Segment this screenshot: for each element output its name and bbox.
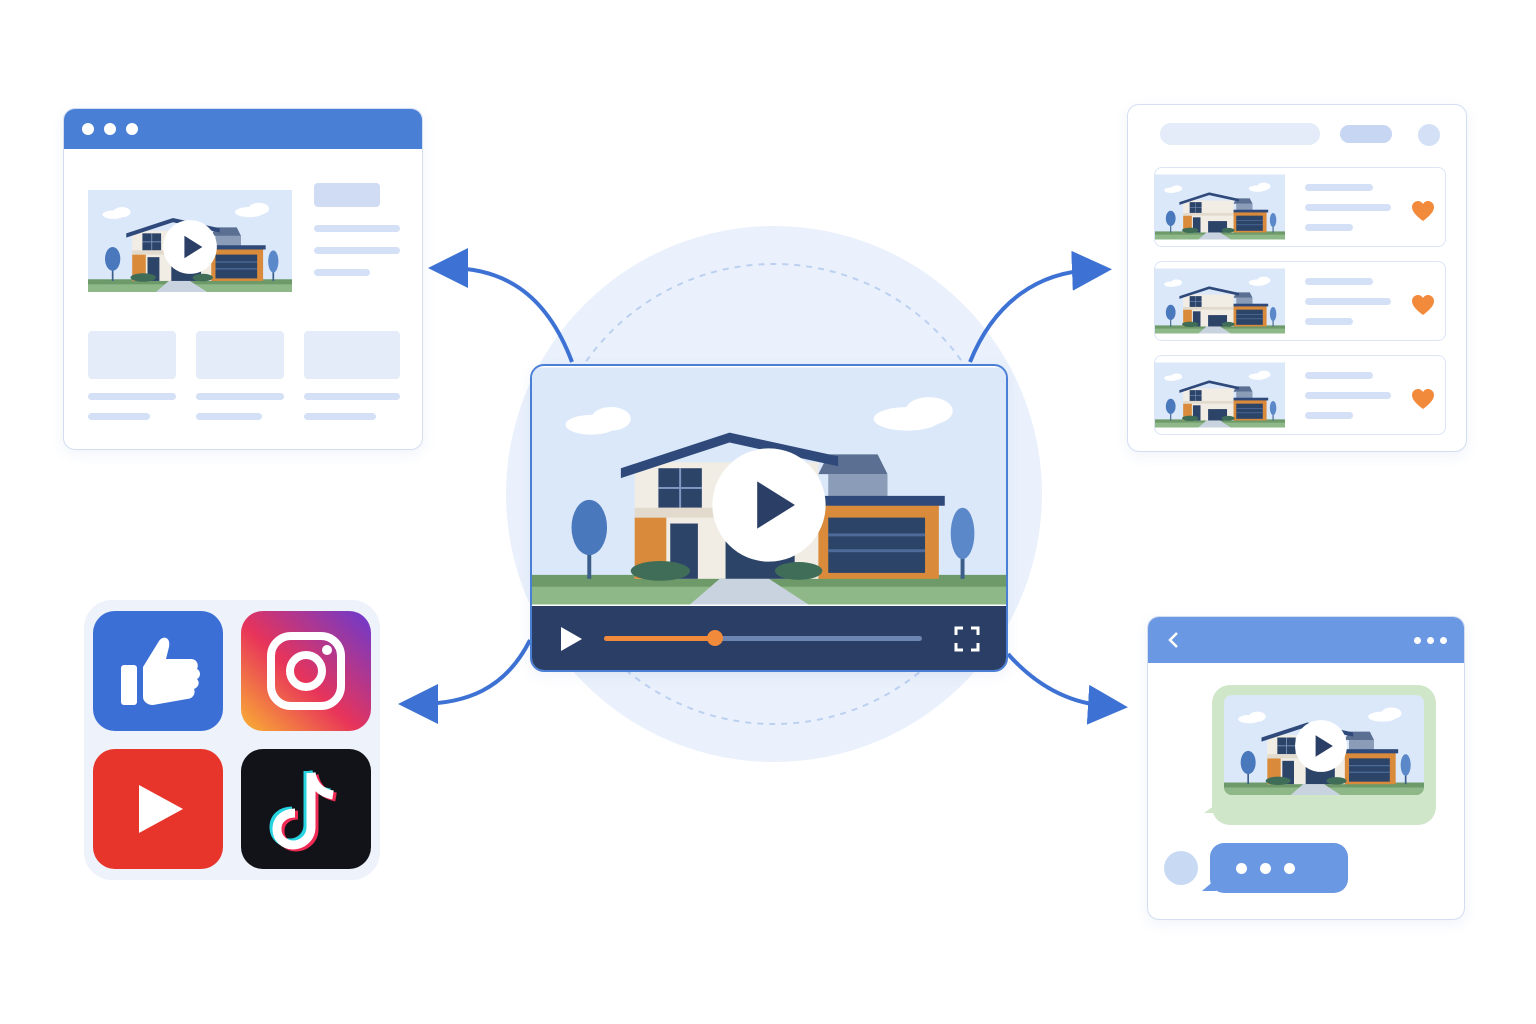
facebook-like-icon[interactable] [93, 611, 223, 731]
placeholder-text [314, 247, 400, 254]
heart-icon[interactable] [1411, 294, 1435, 316]
window-dot [82, 123, 94, 135]
video-player[interactable] [530, 364, 1008, 672]
listing-row[interactable] [1154, 261, 1446, 341]
arrow-to-social [398, 639, 532, 724]
progress-track[interactable] [604, 636, 922, 641]
listing-row[interactable] [1154, 355, 1446, 435]
placeholder-text [196, 393, 284, 400]
typing-dots-icon [1236, 863, 1247, 874]
typing-dots-icon [1260, 863, 1271, 874]
listings-card [1127, 104, 1467, 452]
typing-bubble [1202, 843, 1348, 893]
placeholder-text [1305, 392, 1391, 399]
website-card [63, 108, 423, 450]
player-controls [532, 606, 1006, 670]
placeholder-text [1305, 224, 1353, 231]
placeholder-text [304, 413, 376, 420]
arrow-to-chat [1006, 652, 1128, 725]
placeholder-tile [196, 331, 284, 379]
window-dot [126, 123, 138, 135]
chat-header [1148, 617, 1464, 663]
play-icon[interactable] [1294, 719, 1348, 773]
browser-bar [64, 109, 422, 149]
progress-fill [604, 636, 715, 641]
fullscreen-icon[interactable] [954, 626, 980, 652]
heart-icon[interactable] [1411, 388, 1435, 410]
back-chevron-icon[interactable] [1166, 631, 1182, 649]
search-bar[interactable] [1160, 123, 1320, 145]
bubble-tail [1204, 803, 1218, 813]
bubble-tail [1202, 879, 1216, 891]
progress-slider[interactable] [707, 630, 723, 646]
placeholder-text [88, 413, 150, 420]
placeholder-text [1305, 278, 1373, 285]
heart-icon[interactable] [1411, 200, 1435, 222]
tiktok-icon[interactable] [241, 749, 371, 869]
placeholder-text [1305, 184, 1373, 191]
instagram-icon[interactable] [241, 611, 371, 731]
window-dot [104, 123, 116, 135]
play-icon[interactable] [558, 626, 584, 652]
listing-thumbnail [1155, 356, 1285, 434]
more-dots-icon[interactable] [1427, 637, 1434, 644]
chat-card [1147, 616, 1465, 920]
video-message-bubble[interactable] [1204, 685, 1436, 825]
placeholder-text [88, 393, 176, 400]
listing-row[interactable] [1154, 167, 1446, 247]
placeholder-text [1305, 372, 1373, 379]
arrow-to-website [428, 248, 574, 363]
avatar [1164, 851, 1198, 885]
placeholder-text [196, 413, 262, 420]
more-dots-icon[interactable] [1414, 637, 1421, 644]
filter-pill[interactable] [1340, 125, 1392, 143]
more-dots-icon[interactable] [1440, 637, 1447, 644]
placeholder-tile [88, 331, 176, 379]
placeholder-text [1305, 298, 1391, 305]
play-icon[interactable] [162, 219, 218, 275]
youtube-icon[interactable] [93, 749, 223, 869]
placeholder-tile [304, 331, 400, 379]
arrow-to-listings [968, 250, 1112, 363]
listing-thumbnail [1155, 262, 1285, 340]
placeholder-text [304, 393, 400, 400]
placeholder-text [1305, 318, 1353, 325]
placeholder-text [314, 269, 370, 276]
placeholder-text [314, 225, 400, 232]
typing-dots-icon [1284, 863, 1295, 874]
avatar[interactable] [1418, 124, 1440, 146]
placeholder-text [1305, 412, 1353, 419]
placeholder-text [1305, 204, 1391, 211]
placeholder-heading [314, 183, 380, 207]
listing-thumbnail [1155, 168, 1285, 246]
play-icon[interactable] [710, 446, 828, 564]
